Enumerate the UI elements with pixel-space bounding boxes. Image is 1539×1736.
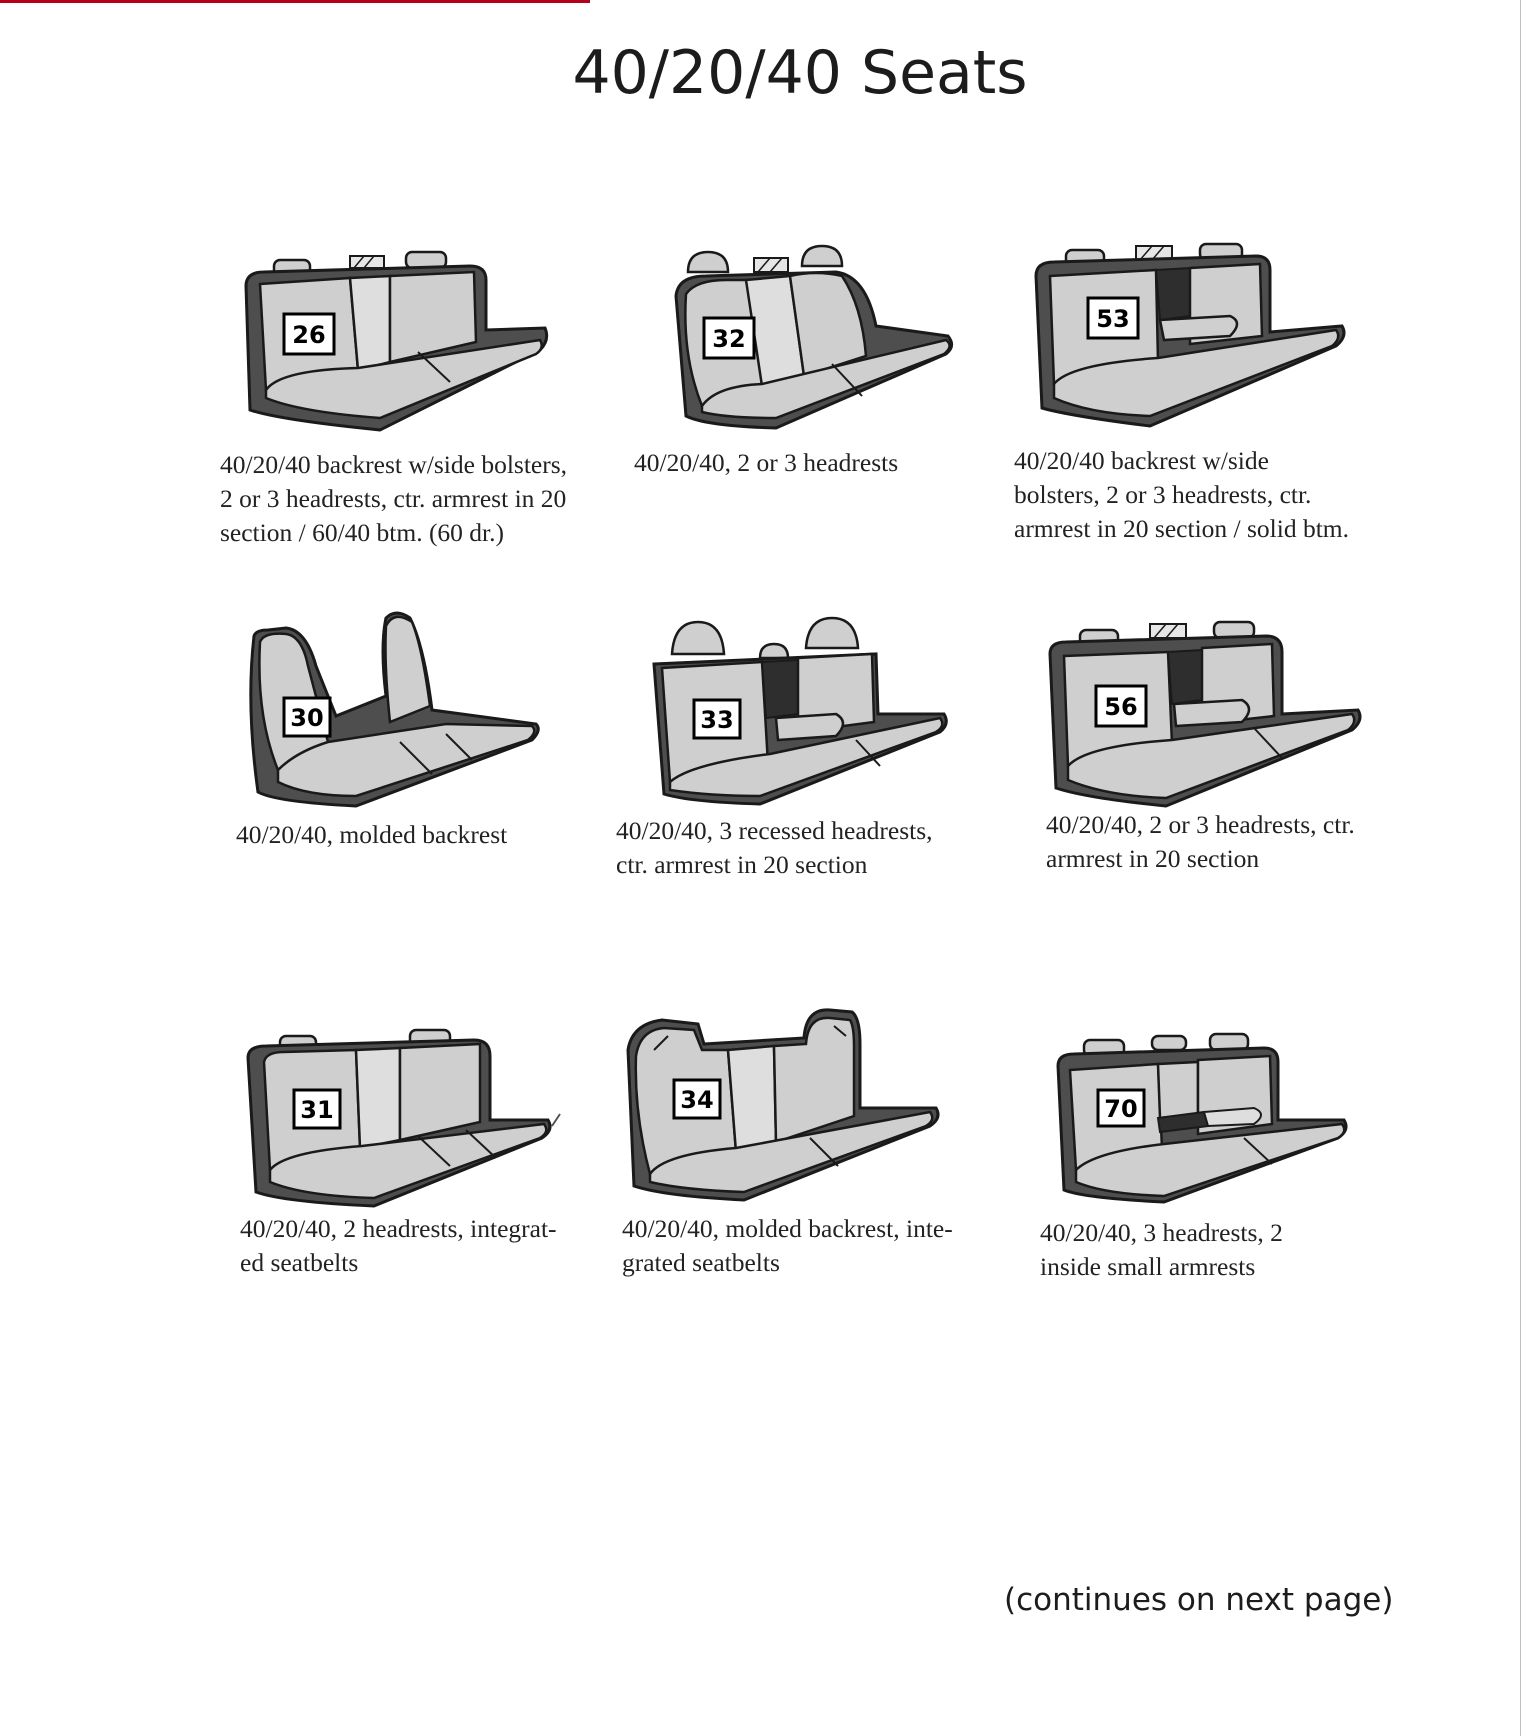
seat-illustration-31: 31 <box>246 1028 561 1208</box>
seat-caption-30: 40/20/40, molded backrest <box>236 820 508 849</box>
seat-caption-32: 40/20/40, 2 or 3 headrests <box>634 448 899 477</box>
seat-caption-34: 40/20/40, molded backrest, inte- grated … <box>622 1214 953 1277</box>
seat-card-34: 34 <box>624 1004 944 1204</box>
seat-card-26: 26 <box>240 240 560 440</box>
seat-illustration-32: 32 <box>674 244 953 430</box>
seat-illustration-30: 30 <box>249 611 540 808</box>
top-accent-rule <box>0 0 590 3</box>
seat-card-33: 33 <box>650 614 950 814</box>
seat-card-31: 31 <box>244 1026 564 1226</box>
seat-illustration-53: 53 <box>1034 242 1346 428</box>
seat-illustration-56: 56 <box>1048 620 1362 808</box>
seat-illustration-34: 34 <box>626 1008 940 1202</box>
seat-card-32: 32 <box>666 236 966 436</box>
seat-code-33: 33 <box>700 706 733 734</box>
seat-caption-70: 40/20/40, 3 headrests, 2 inside small ar… <box>1040 1218 1283 1281</box>
seat-caption-31: 40/20/40, 2 headrests, integrat- ed seat… <box>240 1214 557 1277</box>
seat-card-70: 70 <box>1054 1030 1354 1230</box>
seat-code-34: 34 <box>680 1086 713 1114</box>
seat-illustration-26: 26 <box>244 250 549 432</box>
seat-caption-53: 40/20/40 backrest w/side bolsters, 2 or … <box>1014 446 1349 543</box>
seat-caption-56: 40/20/40, 2 or 3 headrests, ctr. armrest… <box>1046 810 1355 873</box>
seat-card-30: 30 <box>246 606 556 808</box>
seat-code-26: 26 <box>292 321 325 349</box>
seat-illustration-70: 70 <box>1056 1032 1348 1204</box>
page-title: 40/20/40 Seats <box>572 38 1028 108</box>
seat-caption-26: 40/20/40 backrest w/side bolsters, 2 or … <box>220 450 568 547</box>
seat-code-30: 30 <box>290 704 323 732</box>
seat-card-56: 56 <box>1046 616 1366 816</box>
seat-code-56: 56 <box>1104 693 1137 721</box>
seat-code-32: 32 <box>712 325 745 353</box>
seat-code-31: 31 <box>300 1096 333 1124</box>
seat-illustration-33: 33 <box>652 616 948 806</box>
page-edge-line <box>1520 0 1521 1736</box>
seat-card-53: 53 <box>1030 236 1350 436</box>
seat-code-70: 70 <box>1104 1095 1137 1123</box>
seat-code-53: 53 <box>1096 305 1129 333</box>
seat-caption-33: 40/20/40, 3 recessed headrests, ctr. arm… <box>616 816 933 879</box>
continues-note: (continues on next page) <box>1004 1582 1394 1618</box>
